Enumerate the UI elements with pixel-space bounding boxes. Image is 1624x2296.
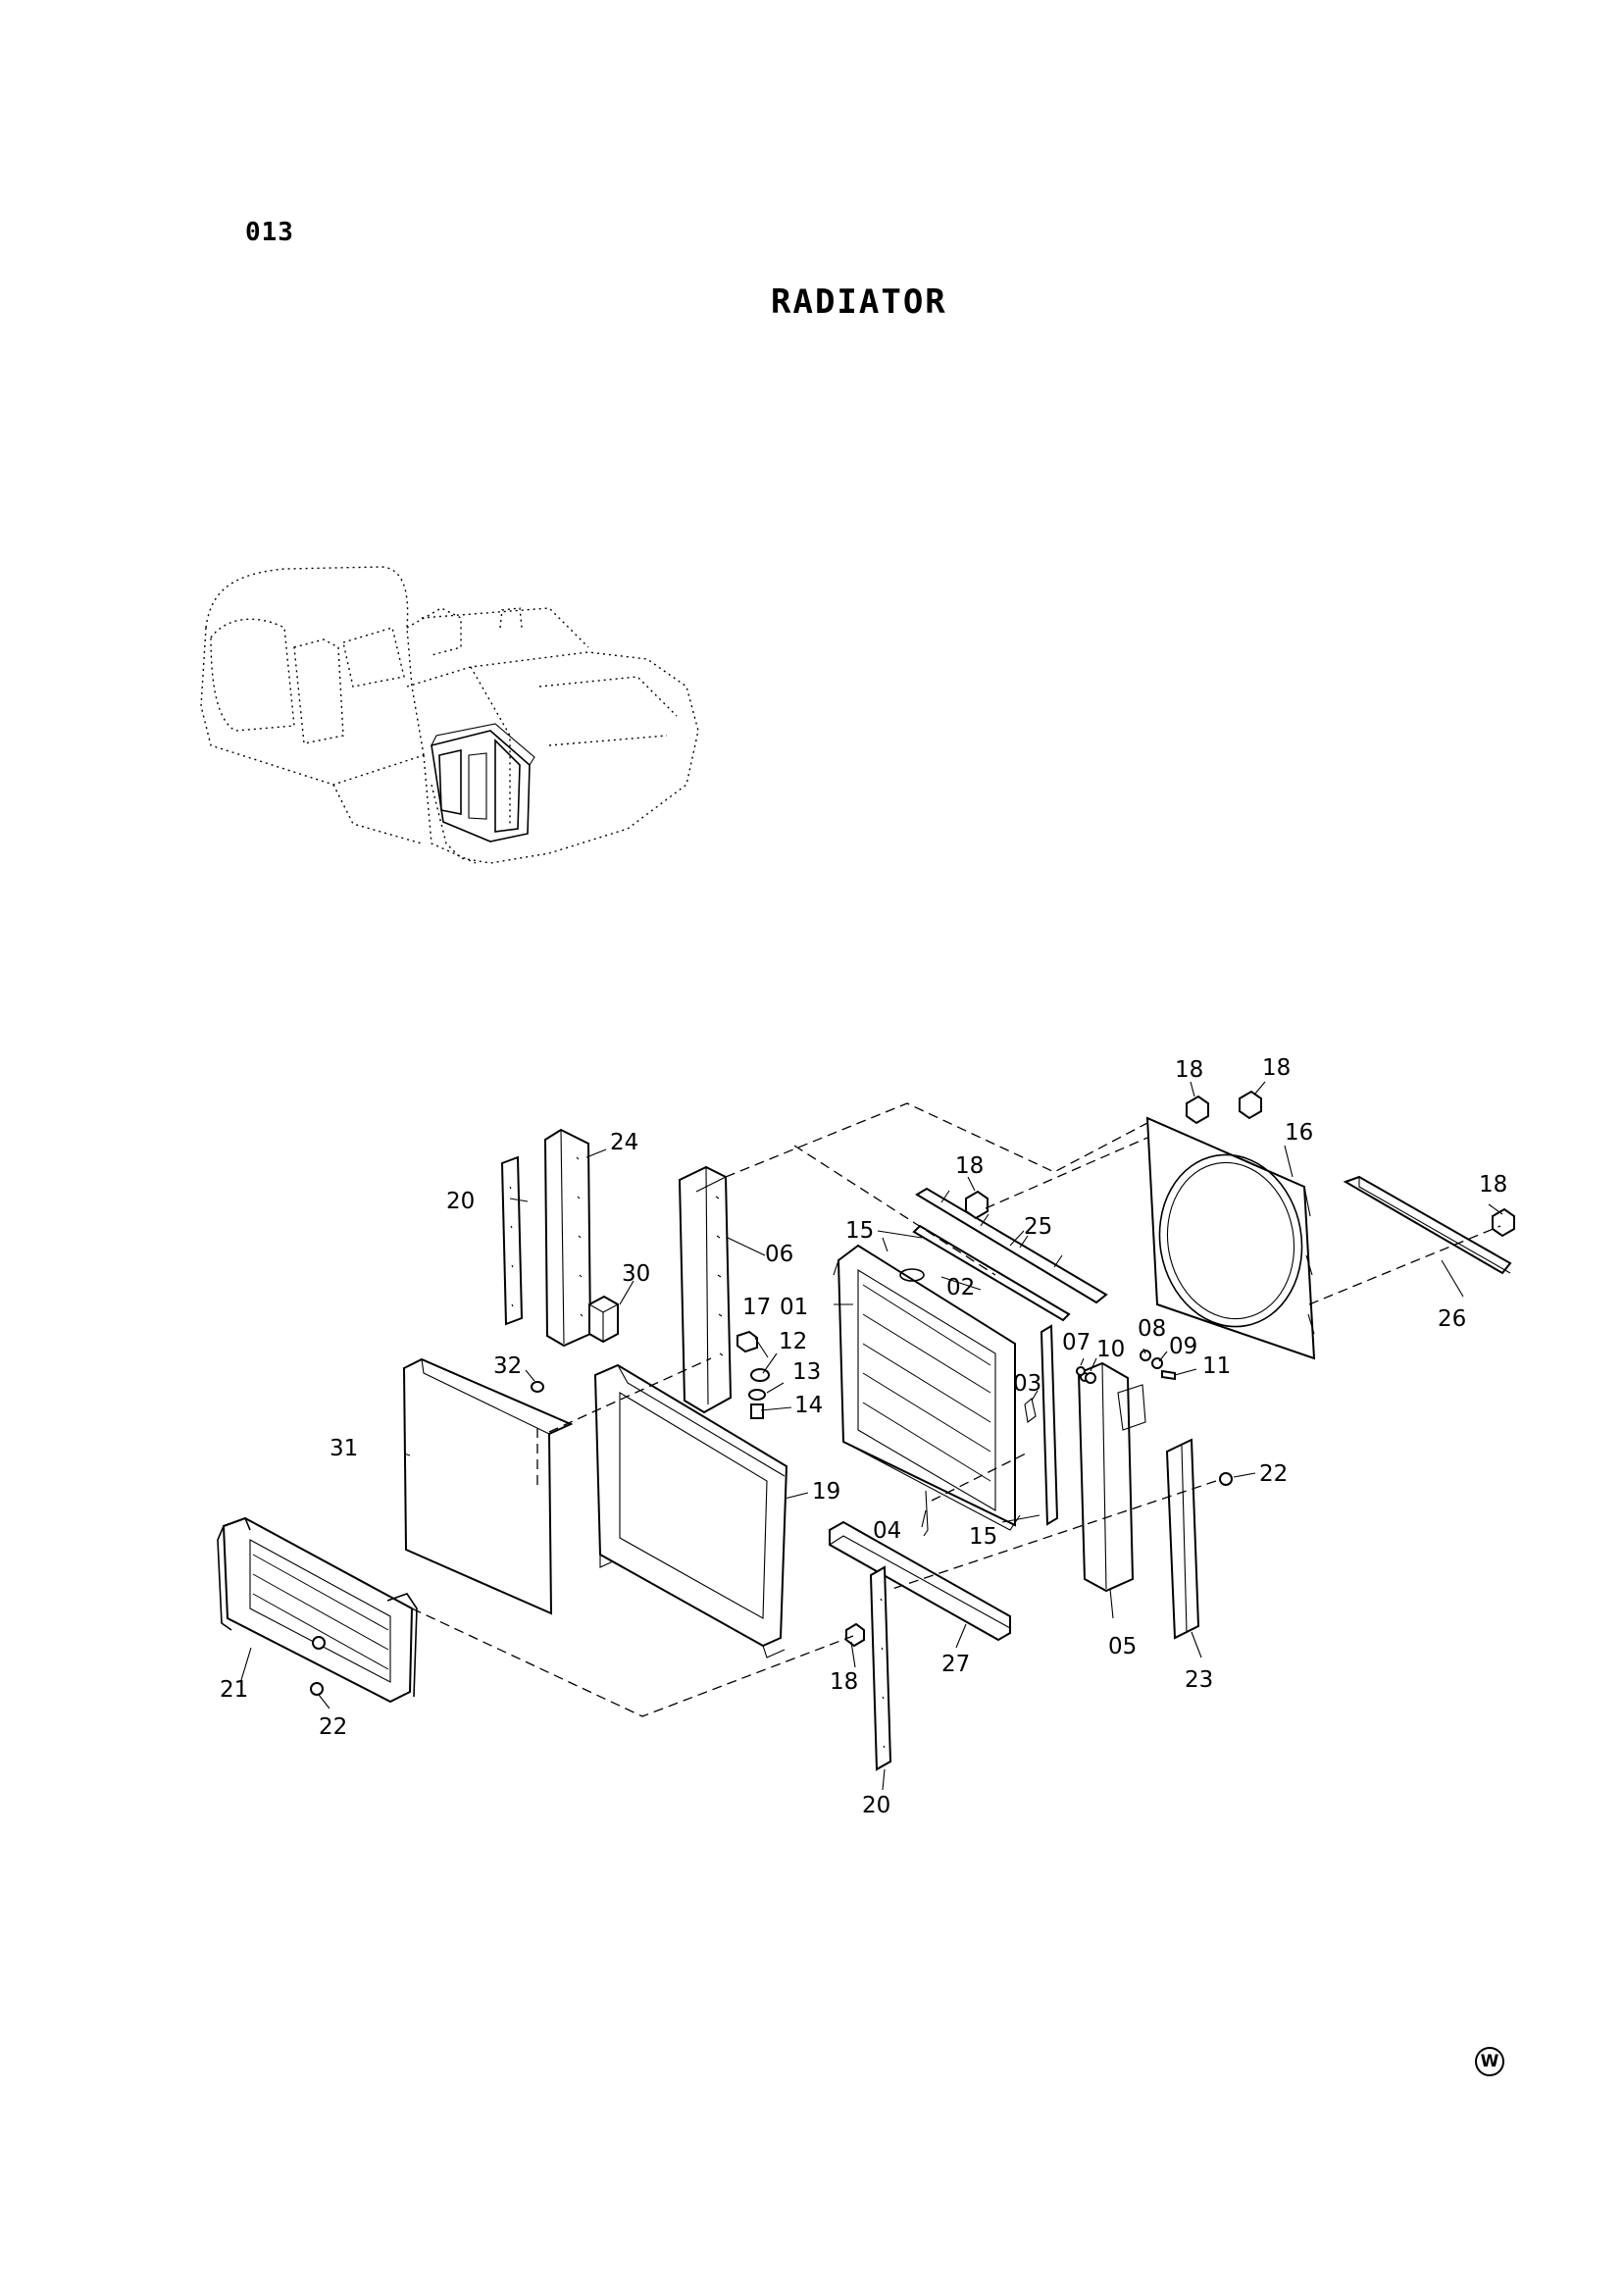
small-hardware-parts bbox=[736, 1330, 770, 1419]
cover-panel-part-31 bbox=[402, 1357, 574, 1615]
callout-15: 15 bbox=[969, 1524, 997, 1550]
callout-23: 23 bbox=[1185, 1667, 1213, 1693]
callout-01: 01 bbox=[780, 1295, 808, 1320]
assembly-line bbox=[725, 1102, 1148, 1178]
assembly-line bbox=[548, 1357, 712, 1433]
callout-08: 08 bbox=[1138, 1316, 1166, 1342]
manufacturer-mark: W bbox=[1475, 2047, 1504, 2076]
callout-06: 06 bbox=[765, 1242, 793, 1267]
callout-21: 21 bbox=[220, 1677, 248, 1703]
assembly-line bbox=[793, 1145, 996, 1276]
callout-26: 26 bbox=[1438, 1306, 1466, 1332]
callout-24: 24 bbox=[610, 1130, 638, 1155]
callout-18: 18 bbox=[1262, 1055, 1291, 1081]
callout-18: 18 bbox=[955, 1153, 984, 1179]
machine-overview-illustration bbox=[200, 566, 699, 864]
callout-19: 19 bbox=[812, 1479, 840, 1505]
lower-rail-part-27 bbox=[829, 1520, 1011, 1642]
callout-09: 09 bbox=[1169, 1334, 1197, 1359]
side-stay-part-06 bbox=[678, 1165, 733, 1414]
radiator-frame-part-19 bbox=[593, 1363, 788, 1658]
callout-11: 11 bbox=[1202, 1353, 1231, 1379]
bolts-part-18 bbox=[845, 1090, 1515, 1648]
nuts-part-22 bbox=[310, 1472, 1233, 1696]
stay-part-24 bbox=[543, 1128, 592, 1348]
callout-15: 15 bbox=[845, 1218, 874, 1244]
callout-17: 17 bbox=[742, 1295, 771, 1320]
assembly-line bbox=[985, 1137, 1148, 1209]
callout-20: 20 bbox=[446, 1189, 475, 1214]
callout-22: 22 bbox=[1259, 1461, 1288, 1487]
leader-lines bbox=[240, 1081, 1503, 1791]
callout-18: 18 bbox=[1479, 1172, 1507, 1198]
block-part-30 bbox=[588, 1295, 619, 1344]
assembly-line bbox=[1308, 1225, 1501, 1305]
callout-22: 22 bbox=[319, 1714, 347, 1740]
callout-05: 05 bbox=[1108, 1634, 1137, 1659]
callout-12: 12 bbox=[779, 1329, 807, 1354]
callout-31: 31 bbox=[330, 1436, 358, 1461]
intercooler-part-21 bbox=[217, 1516, 418, 1704]
assembly-line bbox=[891, 1480, 1217, 1590]
upper-support-part-25 bbox=[912, 1187, 1108, 1322]
callout-18: 18 bbox=[830, 1669, 858, 1695]
callout-18: 18 bbox=[1175, 1057, 1203, 1083]
callout-20: 20 bbox=[862, 1793, 890, 1818]
stay-part-23 bbox=[1165, 1438, 1200, 1640]
page-title: RADIATOR bbox=[771, 282, 947, 322]
assembly-line bbox=[411, 1607, 854, 1717]
callout-02: 02 bbox=[946, 1275, 975, 1301]
exploded-view: 18 18 16 18 26 18 25 15 01 02 24 20 06 3… bbox=[217, 1055, 1515, 1818]
callout-30: 30 bbox=[622, 1261, 650, 1287]
radiator-core-part-01 bbox=[833, 1237, 1021, 1531]
callout-27: 27 bbox=[941, 1652, 970, 1677]
callout-14: 14 bbox=[794, 1393, 823, 1418]
page-number: 013 bbox=[245, 218, 294, 247]
callout-03: 03 bbox=[1013, 1371, 1041, 1397]
side-stay-part-05 bbox=[1077, 1361, 1146, 1593]
callout-13: 13 bbox=[792, 1359, 821, 1385]
plate-part-20-upper bbox=[500, 1155, 524, 1326]
callout-07: 07 bbox=[1062, 1330, 1091, 1355]
fan-shroud-part-16 bbox=[1145, 1116, 1316, 1360]
callout-32: 32 bbox=[493, 1353, 522, 1379]
callout-04: 04 bbox=[873, 1518, 901, 1544]
callout-25: 25 bbox=[1024, 1214, 1052, 1240]
callout-16: 16 bbox=[1285, 1120, 1313, 1146]
callout-10: 10 bbox=[1096, 1337, 1125, 1362]
assembly-line bbox=[931, 1451, 1031, 1502]
lower-parts bbox=[923, 1324, 1059, 1537]
plate-part-20-lower bbox=[869, 1565, 892, 1771]
bracket-part-26 bbox=[1343, 1175, 1512, 1275]
